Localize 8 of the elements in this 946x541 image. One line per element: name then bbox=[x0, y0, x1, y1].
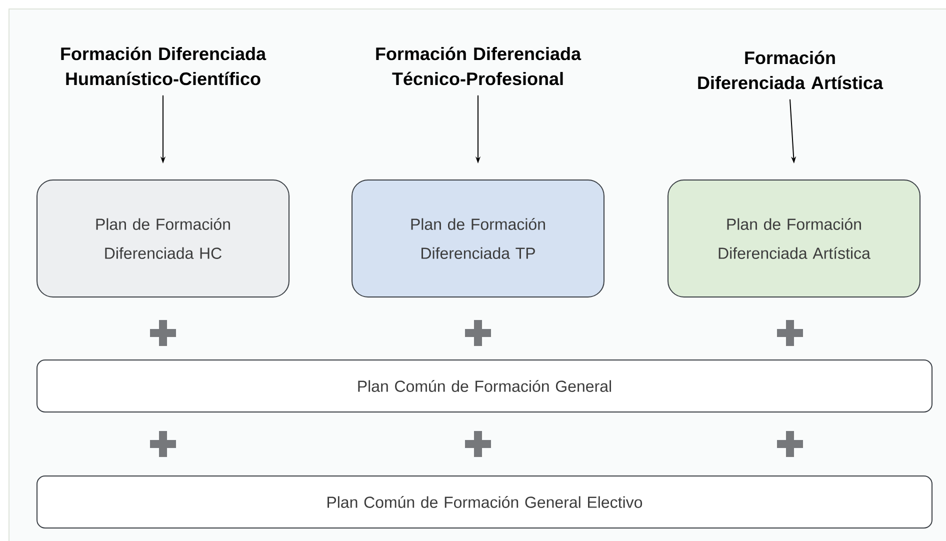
plan-box: Plan de Formación Diferenciada TP bbox=[352, 180, 604, 298]
plan-bar: Plan Común de Formación General bbox=[36, 360, 932, 412]
plan-box: Plan de Formación Diferenciada Artística bbox=[668, 180, 920, 298]
plan-bar: Plan Común de Formación General Electivo bbox=[36, 476, 932, 528]
heading-text: Formación Diferenciada Humanístico-Científico bbox=[61, 46, 266, 86]
plan-box: Plan de Formación Diferenciada HC bbox=[36, 180, 290, 298]
heading-text: Formación Diferenciada Técnico-Profesional bbox=[376, 46, 582, 86]
heading-text: Formación Diferenciada Artística bbox=[698, 50, 884, 90]
